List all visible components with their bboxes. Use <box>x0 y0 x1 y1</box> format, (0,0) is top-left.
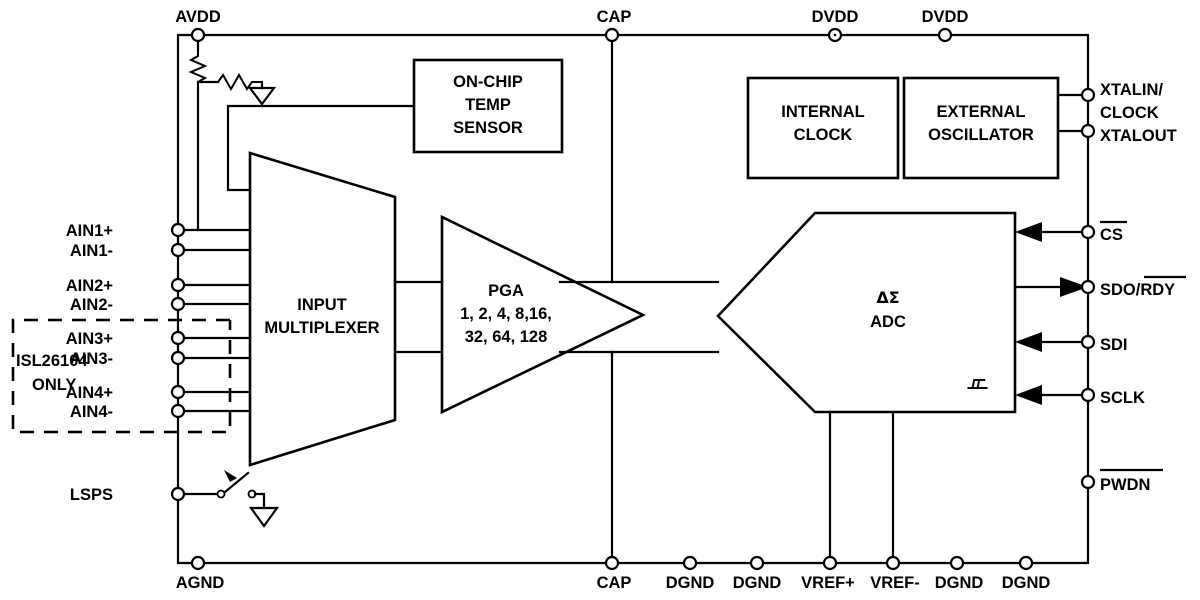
temp-sensor-line3: SENSOR <box>453 119 523 137</box>
ground-symbol-lsps <box>248 506 280 528</box>
pin-label-ain2n: AIN2- <box>70 296 113 314</box>
pin-label-dgnd-1: DGND <box>666 574 715 592</box>
input-mux-line2: MULTIPLEXER <box>264 319 379 337</box>
internal-clock-line1: INTERNAL <box>781 103 864 121</box>
adc-line1: ΔΣ <box>876 288 899 307</box>
pin-sdo-rdy[interactable]: SDO/RDY <box>1080 275 1186 299</box>
pin-label-xtalout: XTALOUT <box>1100 127 1177 145</box>
pga-block: PGA 1, 2, 4, 8,16, 32, 64, 128 <box>440 214 646 415</box>
pin-dvdd-1[interactable]: DVDD <box>812 8 859 43</box>
pin-label-dvdd-1: DVDD <box>812 8 859 26</box>
delta-sigma-adc-block: ΔΣ ADC <box>716 211 1017 565</box>
isl26104-only-region: ISL26104 ONLY <box>11 318 232 434</box>
pga-line2: 1, 2, 4, 8,16, <box>460 305 552 323</box>
adc-line2: ADC <box>870 313 906 331</box>
temp-sensor-line2: TEMP <box>465 96 511 114</box>
pin-dgnd-2[interactable]: DGND <box>733 555 782 592</box>
pin-cap-top[interactable]: CAP <box>597 8 632 43</box>
pin-ain2p[interactable]: AIN2+ <box>66 277 186 295</box>
pin-label-agnd: AGND <box>176 574 225 592</box>
pin-lsps[interactable]: LSPS <box>70 486 186 504</box>
pin-label-vrefn: VREF- <box>870 574 920 592</box>
pin-label-cap-top: CAP <box>597 8 632 26</box>
top-pins: AVDD CAP DVDD DVDD <box>175 8 969 43</box>
pin-label-ain1p: AIN1+ <box>66 222 113 240</box>
pin-avdd[interactable]: AVDD <box>175 8 221 43</box>
pin-label-ain3p: AIN3+ <box>66 330 113 348</box>
external-oscillator-line1: EXTERNAL <box>937 103 1026 121</box>
pin-dgnd-3[interactable]: DGND <box>935 555 984 592</box>
pin-ain4p[interactable]: AIN4+ <box>66 384 186 402</box>
pin-ain1p[interactable]: AIN1+ <box>66 222 186 240</box>
pin-agnd[interactable]: AGND <box>176 555 225 592</box>
pin-label-sclk: SCLK <box>1100 389 1145 407</box>
pga-to-adc-signal-band <box>558 280 720 354</box>
pin-label-dgnd-2: DGND <box>733 574 782 592</box>
external-oscillator-line2: OSCILLATOR <box>928 126 1034 144</box>
pin-ain2n[interactable]: AIN2- <box>70 296 186 314</box>
pin-pwdn[interactable]: PWDN <box>1080 468 1163 494</box>
analog-input-wires <box>176 228 252 413</box>
isl-note-line1: ISL26104 <box>16 352 88 370</box>
pin-label-ain4n: AIN4- <box>70 403 113 421</box>
pin-label-xtalin: XTALIN/ <box>1100 81 1163 99</box>
pin-label-ain1n: AIN1- <box>70 242 113 260</box>
on-chip-temp-sensor-block: ON-CHIP TEMP SENSOR <box>226 58 564 192</box>
pin-label-dgnd-3: DGND <box>935 574 984 592</box>
spi-signal-lines <box>967 222 1090 405</box>
pin-dgnd-4[interactable]: DGND <box>1002 555 1051 592</box>
pin-label-vrefp: VREF+ <box>801 574 855 592</box>
pin-xtalin-clock[interactable]: XTALIN/ CLOCK <box>1080 81 1163 122</box>
pin-label-pwdn: PWDN <box>1100 476 1150 494</box>
pin-dvdd-2[interactable]: DVDD <box>922 8 969 43</box>
pin-label-dvdd-2: DVDD <box>922 8 969 26</box>
right-pins: XTALIN/ CLOCK XTALOUT CS SDO/RDY SDI SCL… <box>1080 81 1186 494</box>
pin-ain1n[interactable]: AIN1- <box>70 242 186 260</box>
pin-vrefn[interactable]: VREF- <box>870 555 920 592</box>
bottom-pins: AGND CAP DGND DGND VREF+ VREF- DGND DGN <box>176 555 1051 592</box>
pin-vrefp[interactable]: VREF+ <box>801 555 855 592</box>
pin-sdi[interactable]: SDI <box>1080 334 1128 354</box>
temp-sensor-line1: ON-CHIP <box>453 73 523 91</box>
pin-label-clock: CLOCK <box>1100 104 1159 122</box>
pin-label-cs: CS <box>1100 226 1123 244</box>
pin-label-cap-bottom: CAP <box>597 574 632 592</box>
pin-ain3n[interactable]: AIN3- <box>70 350 186 368</box>
pin-label-avdd: AVDD <box>175 8 221 26</box>
input-mux-line1: INPUT <box>297 296 347 314</box>
schmitt-trigger-icon <box>967 379 988 389</box>
lsps-switch <box>176 470 280 528</box>
ground-symbol-avdd <box>247 80 277 106</box>
pin-label-dgnd-4: DGND <box>1002 574 1051 592</box>
external-oscillator-block: EXTERNAL OSCILLATOR <box>902 76 1090 180</box>
internal-clock-line2: CLOCK <box>794 126 853 144</box>
pin-label-sdo-rdy: SDO/RDY <box>1100 281 1175 299</box>
pga-line3: 32, 64, 128 <box>465 328 548 346</box>
pin-ain3p[interactable]: AIN3+ <box>66 330 186 348</box>
pin-cap-bottom[interactable]: CAP <box>597 555 632 592</box>
internal-clock-block: INTERNAL CLOCK <box>746 76 900 180</box>
input-multiplexer-block: INPUT MULTIPLEXER <box>248 151 444 467</box>
pin-sclk[interactable]: SCLK <box>1080 387 1145 407</box>
left-pins: AIN1+ AIN1- AIN2+ AIN2- AIN3+ AIN3- AIN4… <box>66 222 186 504</box>
pin-ain4n[interactable]: AIN4- <box>70 403 186 421</box>
pin-label-sdi: SDI <box>1100 336 1128 354</box>
pin-label-ain3n: AIN3- <box>70 350 113 368</box>
pga-line1: PGA <box>488 282 524 300</box>
pin-label-ain4p: AIN4+ <box>66 384 113 402</box>
pin-label-ain2p: AIN2+ <box>66 277 113 295</box>
pin-xtalout[interactable]: XTALOUT <box>1080 123 1177 145</box>
pin-cs[interactable]: CS <box>1080 220 1127 244</box>
pin-dgnd-1[interactable]: DGND <box>666 555 715 592</box>
isl-note-line2: ONLY <box>32 376 76 394</box>
pin-label-lsps: LSPS <box>70 486 113 504</box>
